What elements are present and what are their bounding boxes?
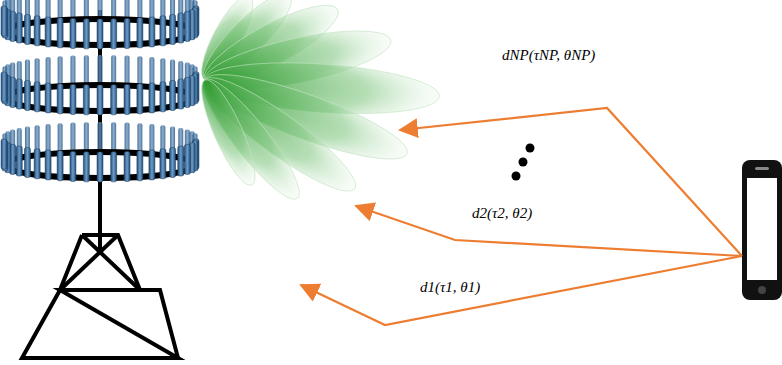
beam-lobes xyxy=(192,0,441,209)
ellipsis-dots xyxy=(512,144,535,181)
path-label: dNP(τNP, θNP) xyxy=(500,46,597,64)
propagation-paths xyxy=(301,108,742,325)
path-label: d2(τ2, θ2) xyxy=(470,204,534,222)
phone xyxy=(742,160,782,300)
path-label: d1(τ1, θ1) xyxy=(418,278,482,296)
antenna-array xyxy=(1,0,199,182)
tower-lattice xyxy=(22,10,178,358)
